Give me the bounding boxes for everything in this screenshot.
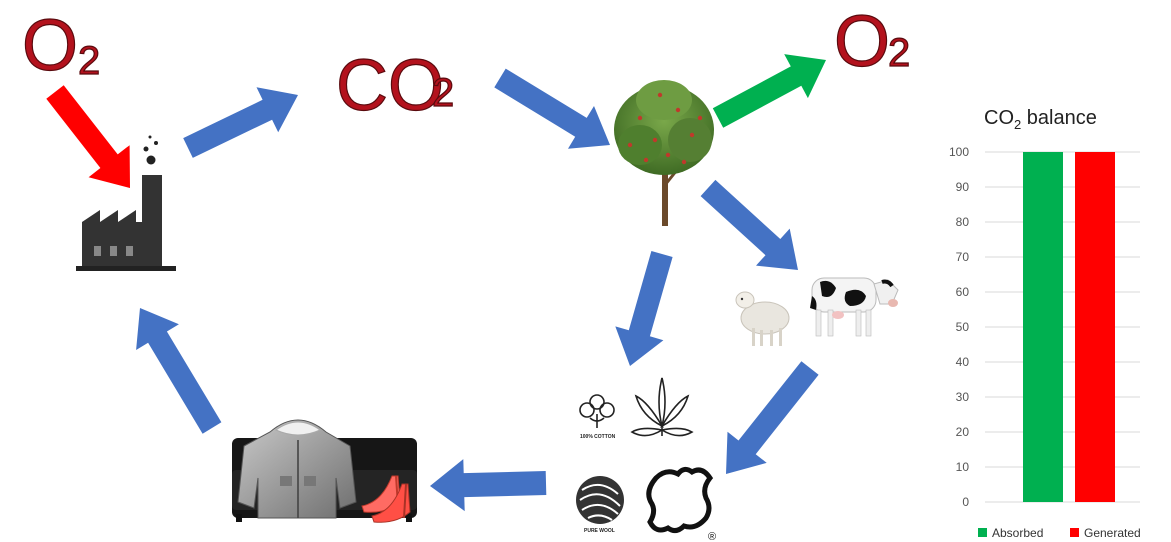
legend-swatch-absorbed <box>978 528 987 537</box>
wool-badge-text: PURE WOOL <box>584 528 615 534</box>
arrow-o2-to-factory <box>46 85 130 188</box>
co2-main: CO <box>336 46 444 126</box>
jacket-icon <box>237 419 357 519</box>
registered-mark: ® <box>708 531 716 542</box>
arrow-products-to-factory <box>136 308 222 434</box>
chart-bars <box>1023 152 1115 502</box>
o2-right-sub: 2 <box>888 31 910 75</box>
o2-right-main: O <box>834 2 890 82</box>
leather-icon: ® <box>646 466 716 542</box>
tree-icon <box>614 80 714 226</box>
y-tick-label: 100 <box>949 145 969 159</box>
arrow-co2-to-tree <box>494 68 610 149</box>
y-tick-label: 40 <box>956 355 970 369</box>
co2-balance-chart: CO2 balance 0 10 20 30 40 50 60 70 80 90 100 Absor… <box>949 107 1141 540</box>
o2-left-label: O 2 <box>21 5 100 86</box>
co2-sub: 2 <box>432 71 454 115</box>
wool-icon: PURE WOOL <box>576 476 624 534</box>
y-tick-label: 90 <box>956 180 970 194</box>
arrows <box>46 54 826 512</box>
y-tick-label: 20 <box>956 425 970 439</box>
cow-icon <box>810 277 899 337</box>
chart-title: CO2 balance <box>984 107 1097 132</box>
o2-left-main: O <box>22 6 78 86</box>
chart-title-rest: balance <box>1021 107 1097 129</box>
sheep-icon <box>735 291 790 346</box>
legend-label-generated: Generated <box>1084 526 1141 540</box>
y-tick-label: 80 <box>956 215 970 229</box>
factory-icon <box>76 135 176 271</box>
y-tick-label: 0 <box>962 495 969 509</box>
y-tick-label: 60 <box>956 285 970 299</box>
chart-title-main: CO <box>984 107 1014 129</box>
o2-right-label: O 2 <box>833 1 910 82</box>
chart-legend: Absorbed Generated <box>978 526 1141 540</box>
y-tick-label: 10 <box>956 460 970 474</box>
shoes-icon <box>361 475 411 523</box>
cotton-icon: 100% COTTON <box>579 394 616 440</box>
y-tick-label: 30 <box>956 390 970 404</box>
legend-swatch-generated <box>1070 528 1079 537</box>
legend-label-absorbed: Absorbed <box>992 526 1043 540</box>
arrow-factory-to-co2 <box>183 87 298 158</box>
y-tick-label: 50 <box>956 320 970 334</box>
arrow-materials-to-products <box>430 459 547 512</box>
bar-absorbed <box>1023 152 1063 502</box>
y-tick-label: 70 <box>956 250 970 264</box>
arrow-tree-to-plants <box>615 251 673 366</box>
bar-generated <box>1075 152 1115 502</box>
chart-title-sub: 2 <box>1014 117 1021 132</box>
chart-y-ticks: 0 10 20 30 40 50 60 70 80 90 100 <box>949 145 969 509</box>
o2-left-sub: 2 <box>78 39 100 83</box>
arrow-animals-to-materials <box>726 361 819 474</box>
arrow-tree-to-o2 <box>712 54 826 128</box>
co2-label: CO 2 <box>335 45 454 126</box>
hemp-leaf-icon <box>630 377 694 437</box>
arrow-tree-to-animals <box>700 179 798 270</box>
cotton-badge-text: 100% COTTON <box>580 434 616 440</box>
